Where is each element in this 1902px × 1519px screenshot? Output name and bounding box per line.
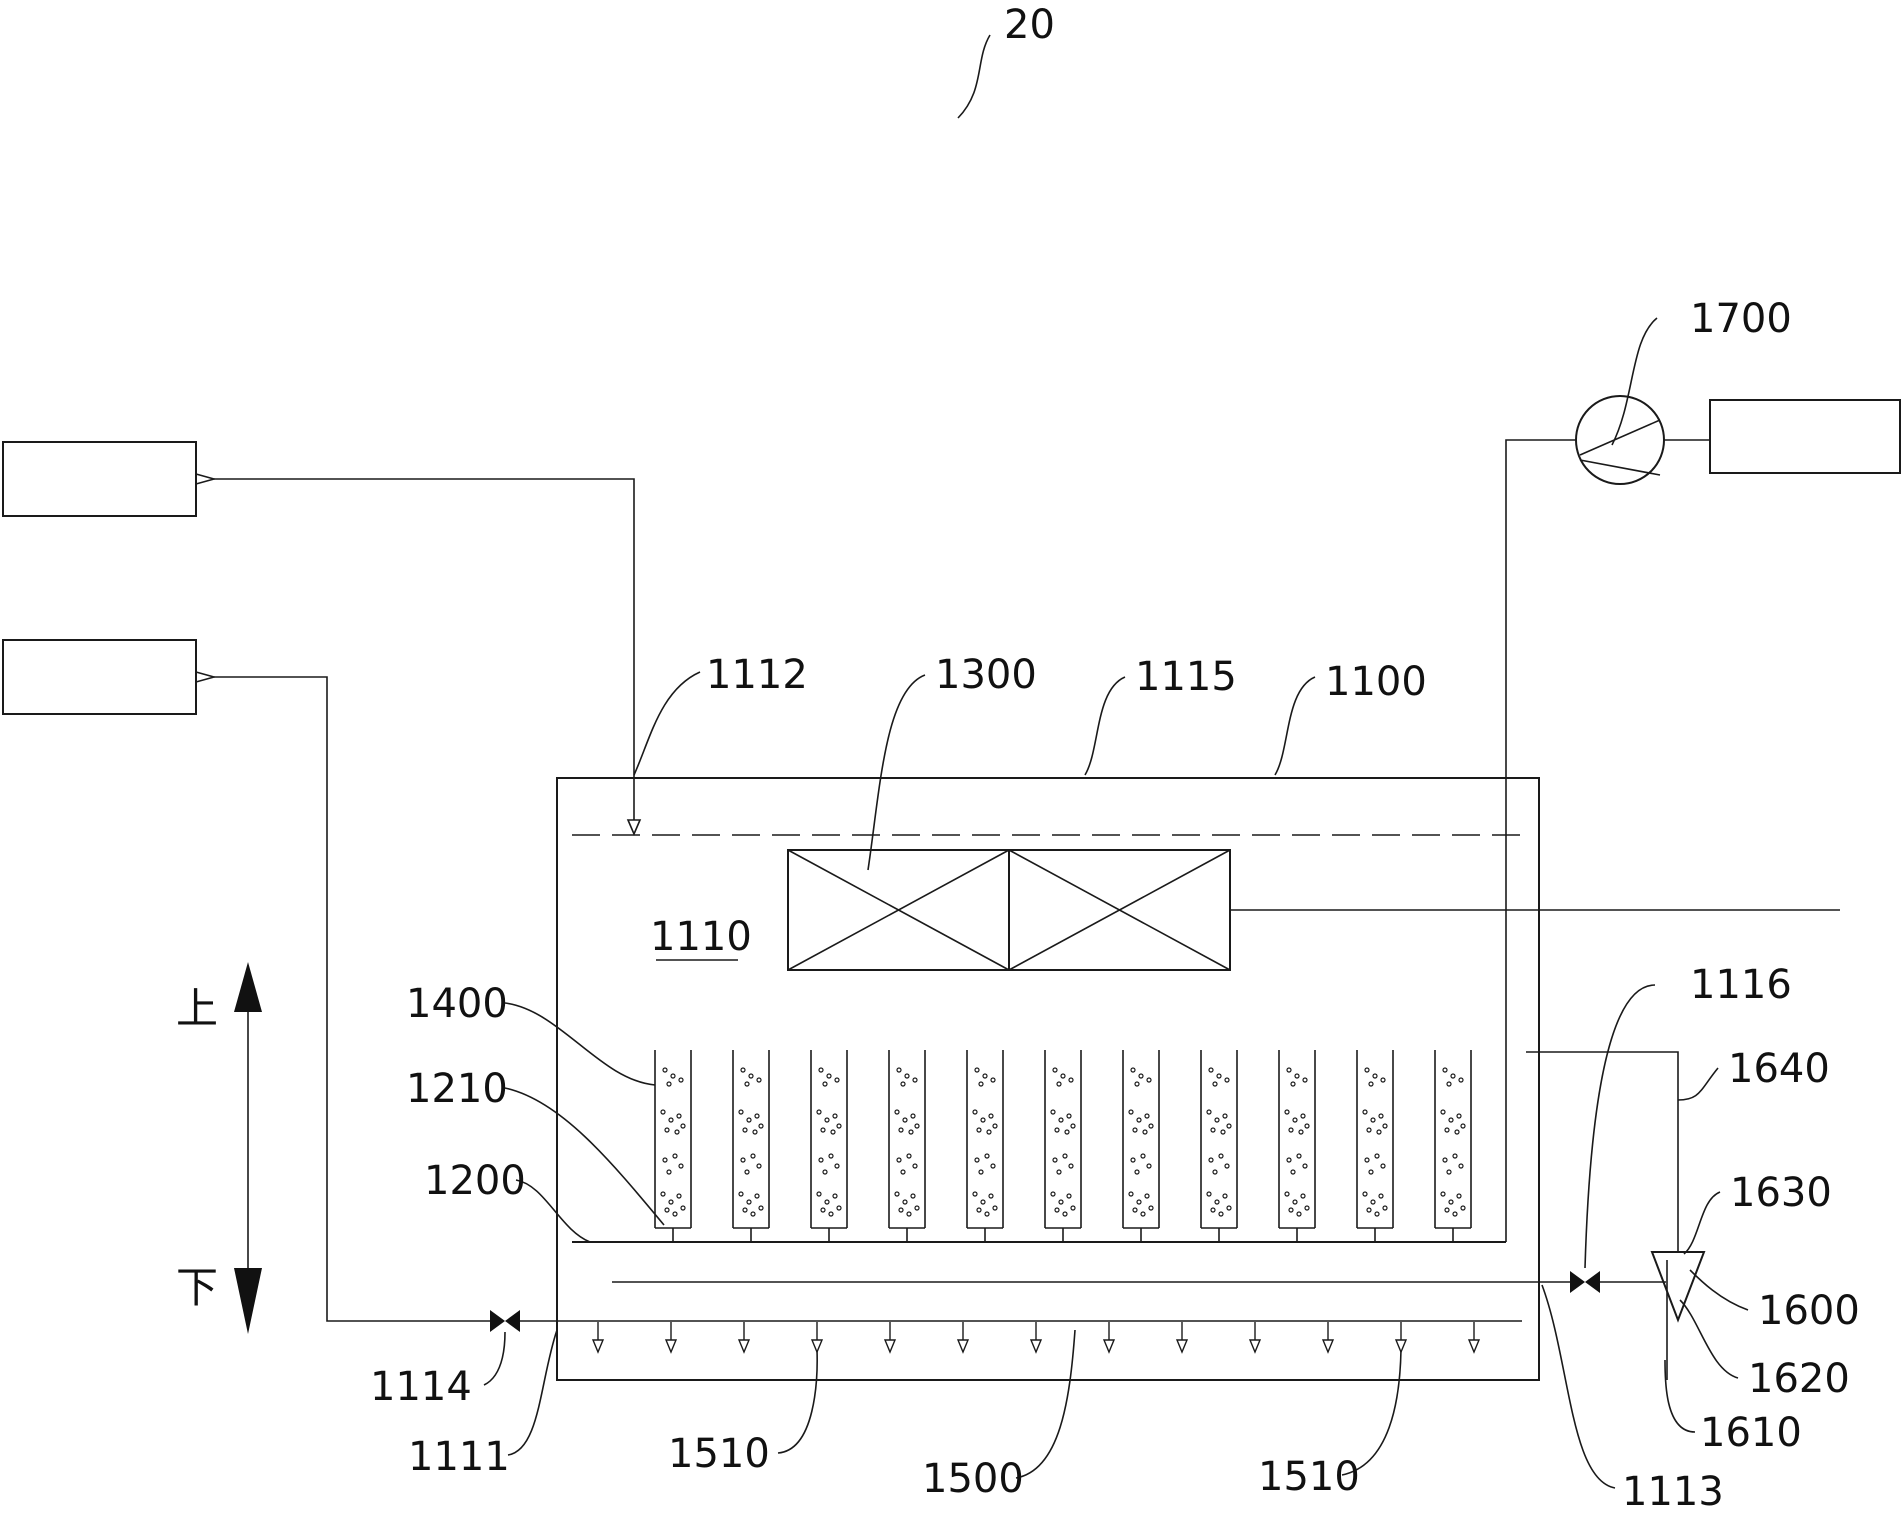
pump-icon-vane-b (1579, 459, 1661, 476)
tube-array (654, 1050, 1472, 1242)
pump-icon (1575, 395, 1665, 485)
supply-box-top (2, 441, 197, 517)
leader-1210 (504, 1087, 665, 1226)
supply-bottom-nozzle (195, 670, 217, 684)
label-1111: 1111 (408, 1434, 510, 1480)
tube (1044, 1050, 1082, 1242)
tube (888, 1050, 926, 1242)
orientation-down-label: 下 (176, 1263, 218, 1312)
supply-box-bottom (2, 639, 197, 715)
leader-1116 (1584, 984, 1656, 1269)
outlet-valve-right-icon (1585, 1271, 1600, 1293)
aerator-hole (664, 1322, 678, 1354)
label-1600: 1600 (1758, 1288, 1860, 1334)
figure-number: 20 (1004, 2, 1055, 48)
chamber-label: 1110 (650, 914, 752, 960)
top-inlet-arrow (626, 819, 642, 837)
label-1113: 1113 (1622, 1469, 1724, 1515)
leader-1400 (504, 1002, 656, 1086)
heat-exchanger-cross-b2 (1008, 849, 1231, 971)
outlet-valve-left-icon (1570, 1271, 1585, 1293)
label-1116: 1116 (1690, 962, 1792, 1008)
supply-top-nozzle (195, 472, 217, 486)
leader-1111 (507, 1329, 558, 1456)
aerator-hole (1394, 1322, 1408, 1354)
label-1114: 1114 (370, 1364, 472, 1410)
aerator-hole (1248, 1322, 1262, 1354)
tube (810, 1050, 848, 1242)
label-1510-right: 1510 (1258, 1454, 1360, 1500)
pump-suction-pipe (1505, 439, 1577, 1242)
label-1700: 1700 (1690, 296, 1792, 342)
label-1210: 1210 (406, 1066, 508, 1112)
orientation-up-label: 上 (176, 984, 218, 1033)
inlet-valve-left-icon (490, 1310, 505, 1332)
label-1500: 1500 (922, 1456, 1024, 1502)
tank-body (556, 777, 1540, 1381)
label-1630: 1630 (1730, 1170, 1832, 1216)
return-pipe (1526, 1051, 1679, 1252)
leader-1114 (483, 1331, 506, 1386)
label-1400: 1400 (406, 981, 508, 1027)
leader-1640 (1677, 1067, 1719, 1101)
label-1100: 1100 (1325, 659, 1427, 705)
label-1610: 1610 (1700, 1410, 1802, 1456)
inlet-valve-right-icon (505, 1310, 520, 1332)
leader-1112 (633, 671, 701, 776)
tube (654, 1050, 692, 1242)
leader-1500 (1015, 1329, 1076, 1479)
aerator-hole (810, 1322, 824, 1354)
leader-1115 (1084, 676, 1126, 776)
label-1200: 1200 (424, 1158, 526, 1204)
aerator-hole (737, 1322, 751, 1354)
tube (1122, 1050, 1160, 1242)
leader-1620 (1679, 1299, 1739, 1379)
aerator-hole (1321, 1322, 1335, 1354)
arrow-down-icon (234, 1268, 262, 1334)
tube (732, 1050, 770, 1242)
label-1112: 1112 (706, 652, 808, 698)
figure-number-leader (957, 34, 991, 119)
aerator-hole (1102, 1322, 1116, 1354)
leader-1510-right (1341, 1349, 1402, 1476)
heat-exchanger-cross-a2 (787, 849, 1010, 971)
tube (1278, 1050, 1316, 1242)
separator-cone (1650, 1251, 1706, 1323)
orientation-arrow (234, 962, 262, 1334)
aerator-hole (883, 1322, 897, 1354)
leader-1113 (1541, 1284, 1616, 1489)
aerator-hole (1175, 1322, 1189, 1354)
label-1510-left: 1510 (668, 1431, 770, 1477)
leader-1610 (1664, 1359, 1696, 1433)
leader-1700 (1611, 317, 1658, 446)
bottom-supply-pipe (214, 676, 490, 1322)
tube (966, 1050, 1004, 1242)
aerator-holes (591, 1322, 1481, 1354)
leader-1510-left (777, 1349, 818, 1454)
leader-1300 (867, 674, 926, 871)
label-1300: 1300 (935, 652, 1037, 698)
aerator-hole (1029, 1322, 1043, 1354)
tube (1434, 1050, 1472, 1242)
leader-1600 (1689, 1269, 1749, 1311)
pump-icon-vane-a (1579, 419, 1661, 456)
aerator-hole (1467, 1322, 1481, 1354)
label-1620: 1620 (1748, 1356, 1850, 1402)
pump-target-box (1709, 399, 1901, 474)
aerator-hole (956, 1322, 970, 1354)
leader-1200 (515, 1179, 591, 1243)
tube (1356, 1050, 1394, 1242)
leader-1100 (1274, 676, 1316, 776)
tube (1200, 1050, 1238, 1242)
leader-1630 (1683, 1191, 1721, 1255)
aerator-hole (591, 1322, 605, 1354)
top-supply-pipe (214, 478, 635, 820)
arrow-up-icon (234, 962, 262, 1012)
label-1115: 1115 (1135, 654, 1237, 700)
leader-lines (483, 317, 1749, 1489)
label-1640: 1640 (1728, 1046, 1830, 1092)
